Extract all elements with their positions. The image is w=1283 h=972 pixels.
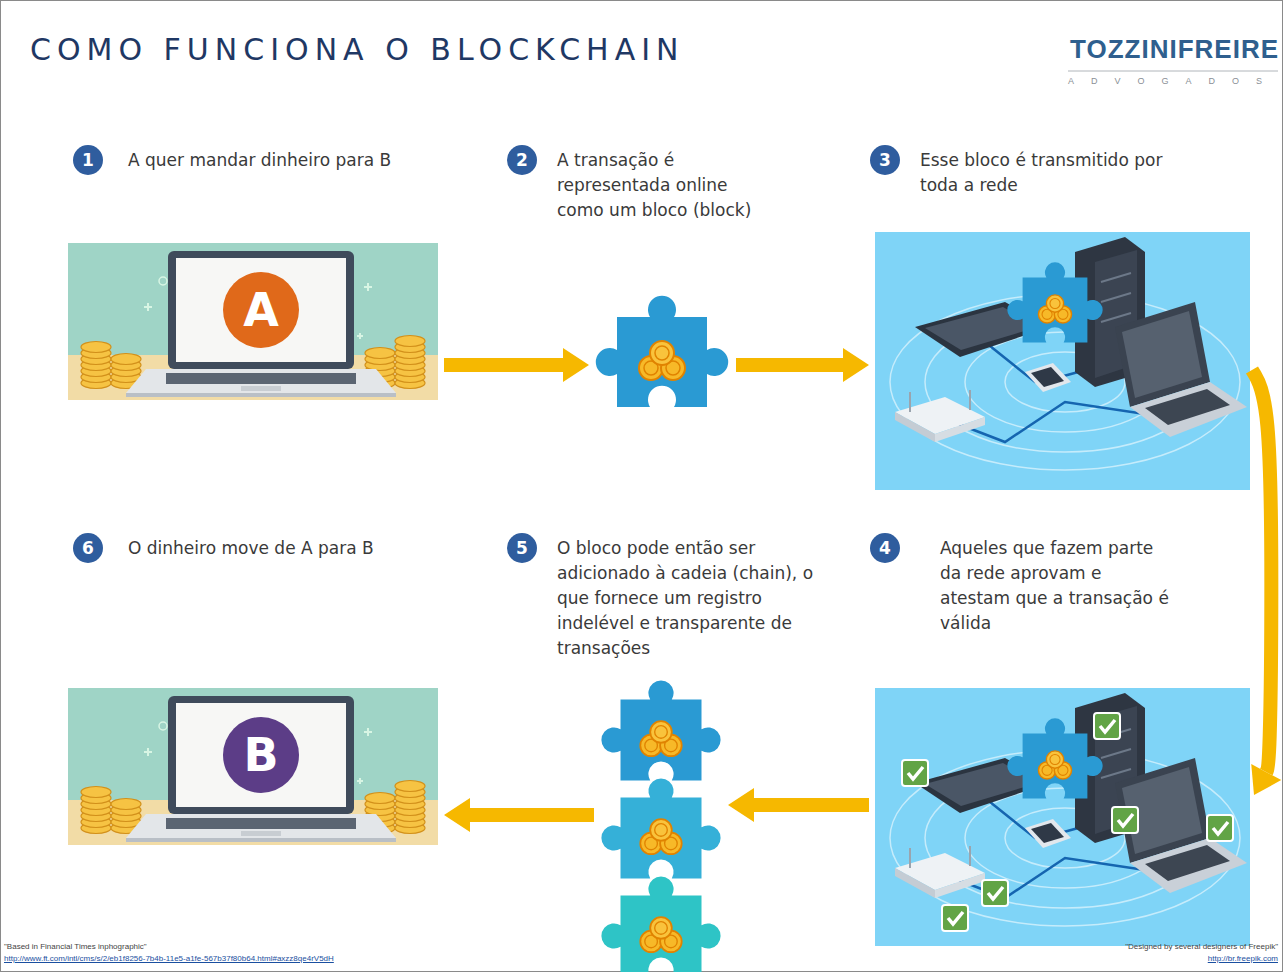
step-number: 2 xyxy=(507,145,537,175)
step-text: O dinheiro move de A para B xyxy=(128,536,428,561)
laptop-scene xyxy=(68,243,438,400)
step-text: A quer mandar dinheiro para B xyxy=(128,148,428,173)
step-text: A transação é representada online como u… xyxy=(557,148,777,223)
arrow-head xyxy=(1251,764,1281,795)
step-number: 1 xyxy=(73,145,103,175)
block-chain xyxy=(601,680,720,972)
block-piece xyxy=(596,296,728,407)
letter: A xyxy=(243,283,279,337)
flow-arrow xyxy=(754,798,869,812)
title: COMO FUNCIONA O BLOCKCHAIN xyxy=(30,32,684,67)
flow-arrow xyxy=(736,358,843,372)
flow-arrow xyxy=(1252,370,1271,772)
flow-arrow xyxy=(470,808,594,822)
network-scene-approved xyxy=(875,688,1250,946)
source-note: "Based in Financial Times inphographic" xyxy=(4,942,147,951)
step-text: O bloco pode então ser adicionado à cade… xyxy=(557,536,842,661)
step-panel: A1A quer mandar dinheiro para B xyxy=(68,243,438,400)
step-panel: 2A transação é representada online como … xyxy=(595,290,730,430)
source-link: http://www.ft.com/intl/cms/s/2/eb1f8256-… xyxy=(4,954,334,963)
arrow-head xyxy=(843,348,869,382)
logo-text: TOZZINIFREIRE xyxy=(1070,34,1279,65)
step-panel: 4Aqueles que fazem parte da rede aprovam… xyxy=(875,688,1250,945)
arrow-head xyxy=(563,348,589,382)
step-text: Esse bloco é transmitido por toda a rede xyxy=(920,148,1175,198)
step-panel: B6O dinheiro move de A para B xyxy=(68,688,438,845)
network-scene xyxy=(875,232,1250,490)
step-number: 5 xyxy=(507,533,537,563)
letter-circle: A xyxy=(223,272,299,348)
logo-rule xyxy=(1068,71,1278,72)
letter-circle: B xyxy=(223,717,299,793)
step-panel: 3Esse bloco é transmitido por toda a red… xyxy=(875,232,1250,490)
credit-note: "Designed by several designers of Freepi… xyxy=(1125,942,1278,951)
logo-subtitle: ADVOGADOS xyxy=(1068,76,1279,86)
laptop-scene xyxy=(68,688,438,845)
credit-link: http://br.freepik.com xyxy=(1208,954,1278,963)
step-number: 6 xyxy=(73,533,103,563)
step-panel: 5O bloco pode então ser adicionado à cad… xyxy=(600,690,722,965)
letter: B xyxy=(243,728,278,782)
step-text: Aqueles que fazem parte da rede aprovam … xyxy=(940,536,1175,636)
arrow-head xyxy=(728,788,754,822)
arrow-head xyxy=(444,798,470,832)
step-number: 3 xyxy=(870,145,900,175)
step-number: 4 xyxy=(870,533,900,563)
flow-arrow xyxy=(444,358,563,372)
